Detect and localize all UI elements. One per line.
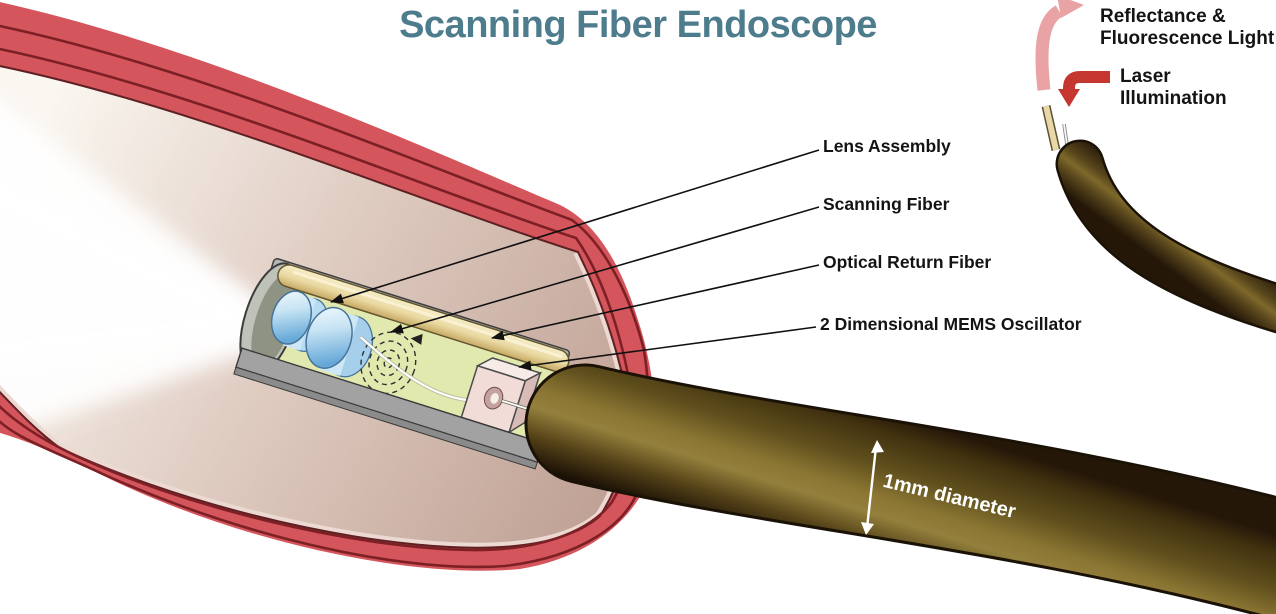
leader-lines (330, 149, 820, 371)
label-optical-return-fiber: Optical Return Fiber (823, 252, 992, 272)
light-cone (0, 100, 305, 437)
vessel-wall (0, 2, 656, 571)
inset-fiber-cable (1055, 139, 1276, 334)
label-reflectance-line2: Fluorescence Light (1100, 28, 1275, 49)
label-mems-oscillator: 2 Dimensional MEMS Oscillator (820, 314, 1082, 334)
reflectance-arrow-icon (1035, 0, 1084, 91)
laser-arrow-icon (1058, 71, 1110, 107)
inset-fiber-tip (1035, 0, 1276, 334)
leader-line-scanning-fiber (390, 206, 820, 334)
dimension-arrow (861, 440, 884, 535)
mems-oscillator-graphic (460, 357, 543, 435)
page-title: Scanning Fiber Endoscope (399, 4, 877, 46)
vessel-inner-outline (0, 65, 629, 549)
label-laser-illumination: Laser Illumination (1120, 66, 1227, 110)
lens-assembly-graphic (270, 290, 374, 378)
label-reflectance-light: Reflectance & Fluorescence Light (1100, 6, 1274, 50)
leader-line-mems (518, 326, 817, 371)
scan-spiral-arrow-icon (410, 333, 423, 345)
label-scanning-fiber: Scanning Fiber (823, 194, 950, 214)
main-fiber-cable (524, 363, 1276, 614)
label-laser-line2: Illumination (1120, 88, 1227, 109)
label-lens-assembly: Lens Assembly (823, 136, 951, 156)
leader-line-return-fiber (491, 264, 820, 341)
label-reflectance-line1: Reflectance & (1100, 6, 1226, 27)
shell-bottom-edge (233, 366, 538, 470)
label-laser-line1: Laser (1120, 66, 1171, 87)
optical-return-fiber-graphic (277, 264, 570, 373)
inset-return-fiber (1041, 105, 1061, 151)
leader-line-lens (330, 149, 820, 304)
